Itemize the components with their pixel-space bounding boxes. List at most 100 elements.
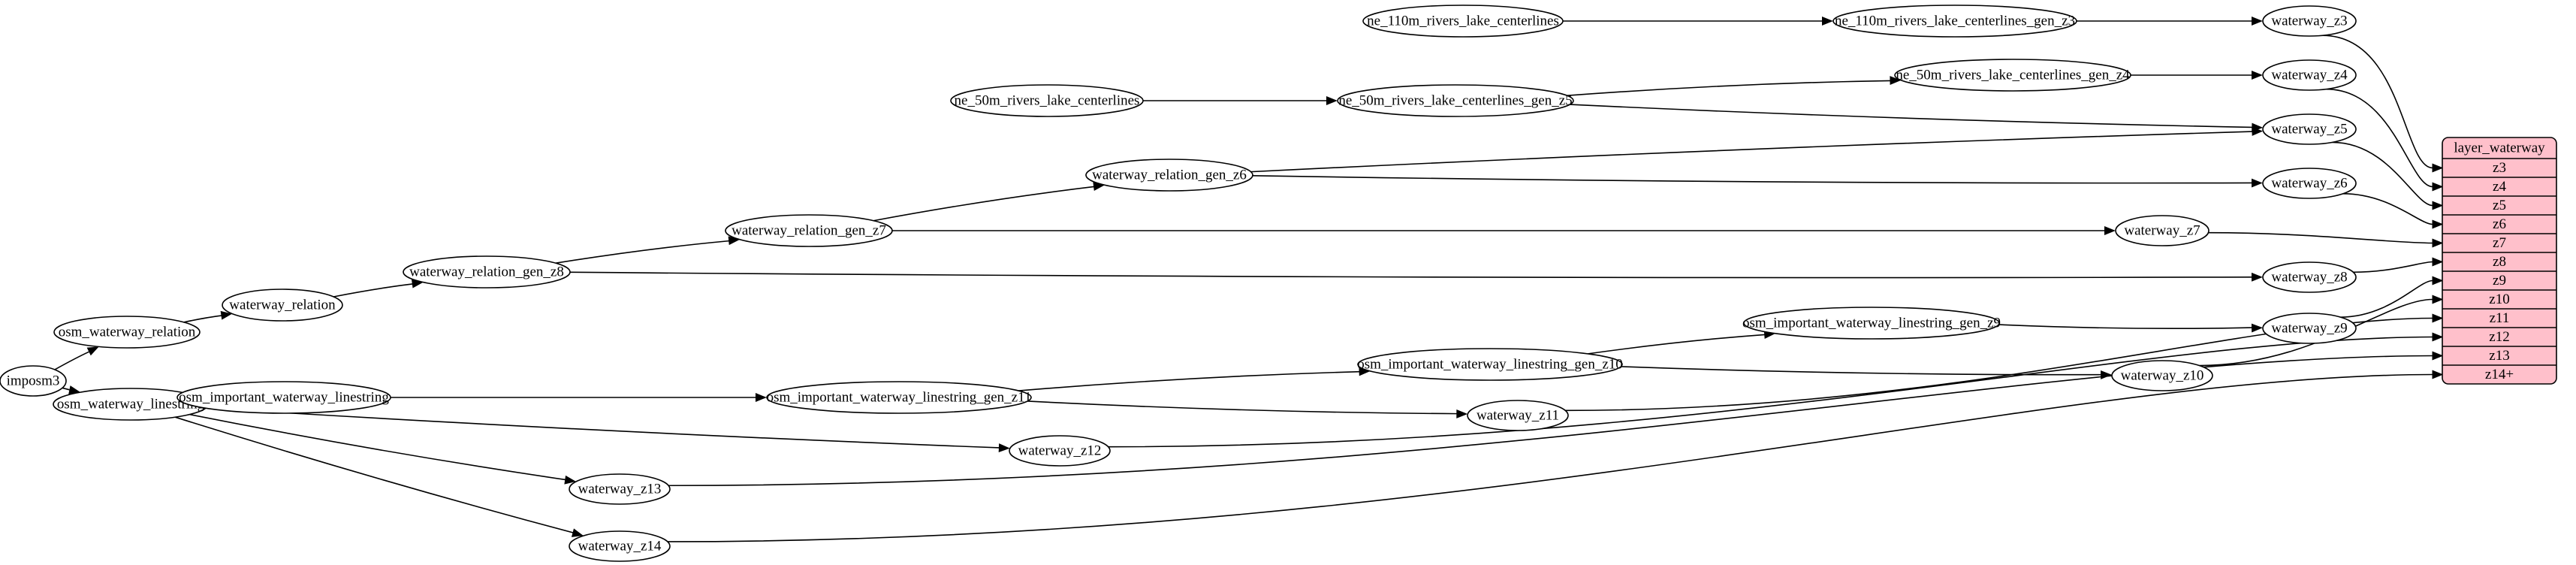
node-osm_important_waterway_linestring_gen_z11[interactable]: osm_important_waterway_linestring_gen_z1… <box>766 381 1032 414</box>
edge-waterway_z7-to-layer_waterway_z7 <box>2208 231 2433 244</box>
edge-arrowhead-icon <box>2432 163 2444 173</box>
edge-osm_important_waterway_linestring_gen_z10-to-waterway_z10 <box>1621 366 2101 376</box>
node-ne_110m_rivers_lake_centerlines_gen_z3[interactable]: ne_110m_rivers_lake_centerlines_gen_z3 <box>1832 5 2077 38</box>
edge-arrowhead-icon <box>564 475 576 485</box>
node-waterway_z7[interactable]: waterway_z7 <box>2115 215 2210 246</box>
node-ellipse <box>2262 59 2357 91</box>
edge-waterway_relation_gen_z6-to-waterway_z5 <box>1250 131 2253 173</box>
node-ellipse <box>53 316 201 349</box>
node-waterway_z8[interactable]: waterway_z8 <box>2262 261 2357 293</box>
edge-arrowhead-icon <box>2432 313 2444 323</box>
node-waterway_z10[interactable]: waterway_z10 <box>2111 360 2213 391</box>
node-waterway_z6[interactable]: waterway_z6 <box>2262 168 2357 199</box>
edge-osm_waterway_linestring-to-waterway_z12 <box>205 407 1000 449</box>
record-node-layer-waterway[interactable]: layer_waterwayz3z4z5z6z7z8z9z10z11z12z13… <box>2442 137 2557 385</box>
edge-osm_important_waterway_linestring_gen_z9-to-waterway_z9 <box>1998 324 2252 330</box>
node-ellipse <box>1894 59 2131 92</box>
edge-osm_waterway_relation-to-waterway_relation <box>183 315 222 323</box>
edge-arrowhead-icon <box>2432 276 2444 286</box>
node-waterway_relation_gen_z8[interactable]: waterway_relation_gen_z8 <box>403 255 571 289</box>
edge-arrowhead-icon <box>756 393 767 402</box>
edge-arrowhead-icon <box>2251 272 2263 282</box>
edge-arrowhead-icon <box>2104 226 2116 235</box>
edge-arrowhead-icon <box>2432 201 2444 210</box>
node-waterway_z14[interactable]: waterway_z14 <box>569 530 671 562</box>
node-ellipse <box>2262 313 2357 344</box>
edge-waterway_z6-to-layer_waterway_z6 <box>2342 193 2433 225</box>
edge-waterway_relation-to-waterway_relation_gen_z8 <box>333 283 413 298</box>
edge-arrowhead-icon <box>1326 96 1338 105</box>
node-ellipse <box>950 84 1144 117</box>
edge-waterway_z8-to-layer_waterway_z8 <box>2353 261 2433 273</box>
node-waterway_z5[interactable]: waterway_z5 <box>2262 113 2357 145</box>
node-osm_important_waterway_linestring_gen_z10[interactable]: osm_important_waterway_linestring_gen_z1… <box>1357 348 1623 381</box>
edge-arrowhead-icon <box>1822 17 1833 26</box>
record-node-layer: layer_waterwayz3z4z5z6z7z8z9z10z11z12z13… <box>2442 137 2557 385</box>
edge-arrowhead-icon <box>2432 351 2444 361</box>
edge-arrowhead-icon <box>2251 323 2263 333</box>
node-ellipse <box>0 365 67 397</box>
node-waterway_relation_gen_z7[interactable]: waterway_relation_gen_z7 <box>725 214 893 247</box>
node-ellipse <box>1362 5 1564 38</box>
node-waterway_z4[interactable]: waterway_z4 <box>2262 59 2357 91</box>
edge-arrowhead-icon <box>2101 370 2112 379</box>
node-ne_110m_rivers_lake_centerlines[interactable]: ne_110m_rivers_lake_centerlines <box>1362 5 1564 38</box>
edge-osm_important_waterway_linestring_gen_z11-to-waterway_z11 <box>1027 400 1457 415</box>
edge-waterway_z5-to-layer_waterway_z5 <box>2332 141 2433 207</box>
node-ellipse <box>1832 5 2077 38</box>
node-waterway_z9[interactable]: waterway_z9 <box>2262 313 2357 344</box>
edge-arrowhead-icon <box>220 310 233 320</box>
edge-ne_50m_rivers_lake_centerlines_gen_z5-to-waterway_z5 <box>1570 104 2252 128</box>
node-waterway_relation[interactable]: waterway_relation <box>222 289 343 322</box>
edge-arrowhead-icon <box>571 528 584 537</box>
edge-arrowhead-icon <box>2432 257 2444 267</box>
node-ellipse <box>569 530 671 562</box>
node-ellipse <box>1357 348 1623 381</box>
node-ellipse <box>2111 360 2213 391</box>
node-ellipse <box>403 255 571 289</box>
node-ellipse <box>222 289 343 322</box>
node-ellipse <box>2262 113 2357 145</box>
edge-waterway_relation_gen_z6-to-waterway_z6 <box>1252 175 2252 184</box>
edge-arrowhead-icon <box>86 346 99 356</box>
node-ellipse <box>1085 159 1253 192</box>
edge-osm_important_waterway_linestring_gen_z11-to-osm_important_waterway_linestring_gen_z10 <box>1018 370 1360 391</box>
node-osm_important_waterway_linestring[interactable]: osm_important_waterway_linestring <box>176 381 391 414</box>
edge-arrowhead-icon <box>2432 182 2444 192</box>
node-osm_important_waterway_linestring_gen_z9[interactable]: osm_important_waterway_linestring_gen_z9 <box>1742 307 2001 340</box>
node-ellipse <box>2262 261 2357 293</box>
node-ellipse <box>569 473 671 505</box>
node-waterway_z11[interactable]: waterway_z11 <box>1467 400 1569 431</box>
node-waterway_z3[interactable]: waterway_z3 <box>2262 5 2357 37</box>
edge-arrowhead-icon <box>998 443 1010 453</box>
edge-arrowhead-icon <box>2432 332 2444 342</box>
edge-osm_waterway_linestring-to-waterway_z13 <box>189 413 566 481</box>
edge-arrowhead-icon <box>2432 370 2444 379</box>
node-ellipse <box>1467 400 1569 431</box>
edge-waterway_z13-to-layer_waterway_z13 <box>668 355 2433 487</box>
edge-waterway_z4-to-layer_waterway_z4 <box>2326 88 2433 188</box>
edge-ne_50m_rivers_lake_centerlines_gen_z5-to-ne_50m_rivers_lake_centerlines_gen_z4 <box>1567 80 1891 96</box>
edge-waterway_z3-to-layer_waterway_z3 <box>2322 35 2433 169</box>
edge-arrowhead-icon <box>2432 219 2444 229</box>
node-ellipse <box>2262 168 2357 199</box>
edge-arrowhead-icon <box>2432 238 2444 248</box>
node-ne_50m_rivers_lake_centerlines_gen_z5[interactable]: ne_50m_rivers_lake_centerlines_gen_z5 <box>1337 84 1574 117</box>
node-waterway_z12[interactable]: waterway_z12 <box>1009 435 1111 467</box>
node-ellipse <box>1743 307 2000 340</box>
record-node-body <box>2442 137 2557 385</box>
node-osm_waterway_relation[interactable]: osm_waterway_relation <box>53 316 201 349</box>
node-imposm3[interactable]: imposm3 <box>0 365 67 397</box>
edge-arrowhead-icon <box>2252 178 2263 188</box>
edge-arrowhead-icon <box>2252 17 2263 26</box>
node-waterway_relation_gen_z6[interactable]: waterway_relation_gen_z6 <box>1085 159 1253 192</box>
node-ne_50m_rivers_lake_centerlines_gen_z4[interactable]: ne_50m_rivers_lake_centerlines_gen_z4 <box>1894 59 2131 92</box>
edge-arrowhead-icon <box>2252 71 2263 80</box>
node-waterway_z13[interactable]: waterway_z13 <box>569 473 671 505</box>
edge-imposm3-to-osm_waterway_linestring <box>62 387 71 391</box>
node-ne_50m_rivers_lake_centerlines[interactable]: ne_50m_rivers_lake_centerlines <box>950 84 1144 117</box>
node-ellipse <box>766 381 1032 414</box>
edge-waterway_z9-to-layer_waterway_z9 <box>2340 279 2433 318</box>
node-ellipse <box>176 381 391 414</box>
